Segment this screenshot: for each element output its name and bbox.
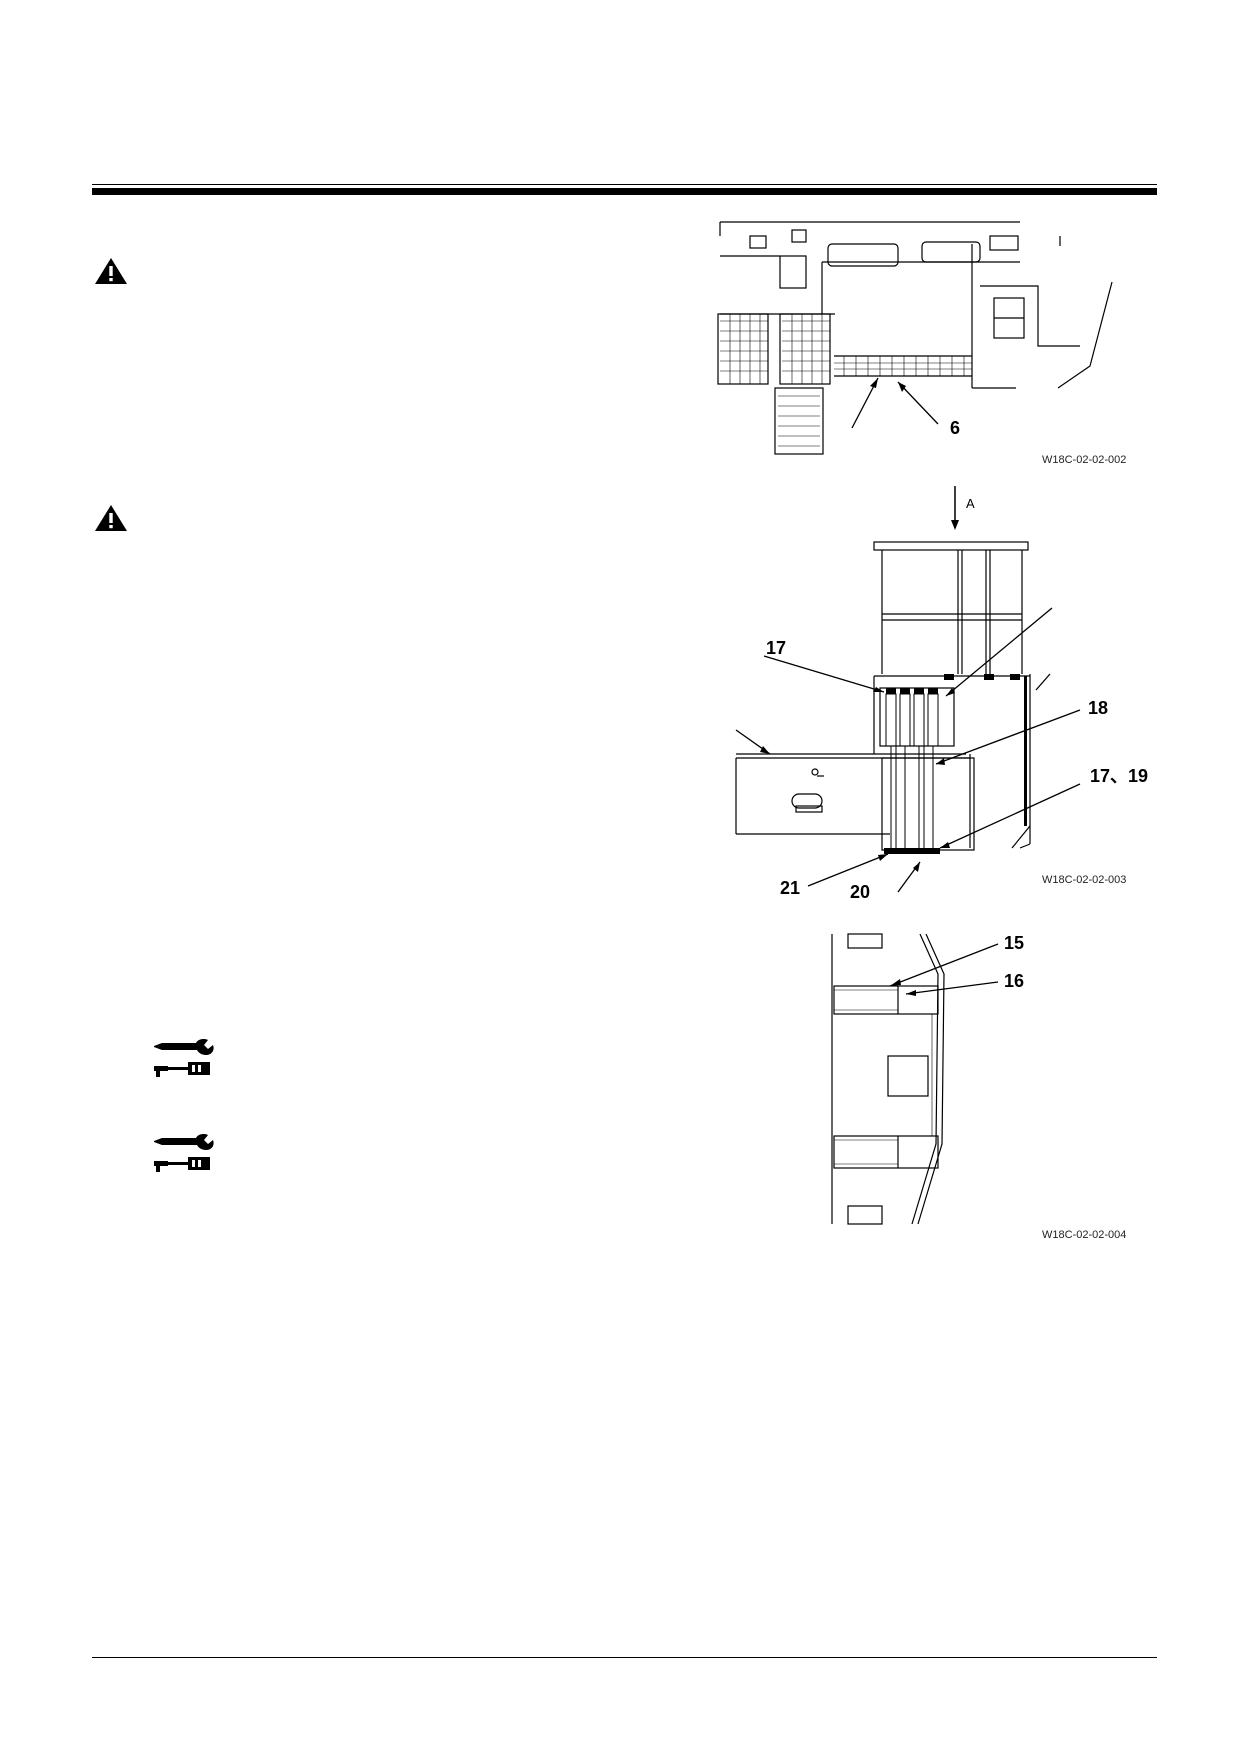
callout-6: 6: [950, 418, 960, 438]
warning-icon: [95, 258, 127, 284]
callout-15: 15: [1004, 933, 1024, 953]
wrench-icon: [154, 1039, 214, 1077]
header-rule: [92, 188, 1157, 195]
callout-17: 17: [766, 638, 786, 658]
figure-plate-drawing: 15 16 W18C-02-02-004: [831, 933, 1126, 1241]
header-rule-thin: [92, 184, 1157, 185]
callout-20: 20: [850, 882, 870, 902]
callout-17-19: 17、19: [1090, 766, 1148, 786]
callout-16: 16: [1004, 971, 1024, 991]
view-label-a: A: [966, 496, 975, 511]
figure-code: W18C-02-02-003: [1042, 874, 1126, 886]
figure-code: W18C-02-02-002: [1042, 454, 1126, 466]
warning-icon: [95, 505, 127, 531]
callout-21: 21: [780, 878, 800, 898]
figure-bolt-section-drawing: A: [735, 486, 1148, 902]
callout-18: 18: [1088, 698, 1108, 718]
footer-rule: [92, 1657, 1157, 1658]
figure-walkway-drawing: 6 W18C-02-02-002: [717, 221, 1126, 466]
figure-code: W18C-02-02-004: [1042, 1229, 1126, 1241]
wrench-icon: [154, 1134, 214, 1172]
